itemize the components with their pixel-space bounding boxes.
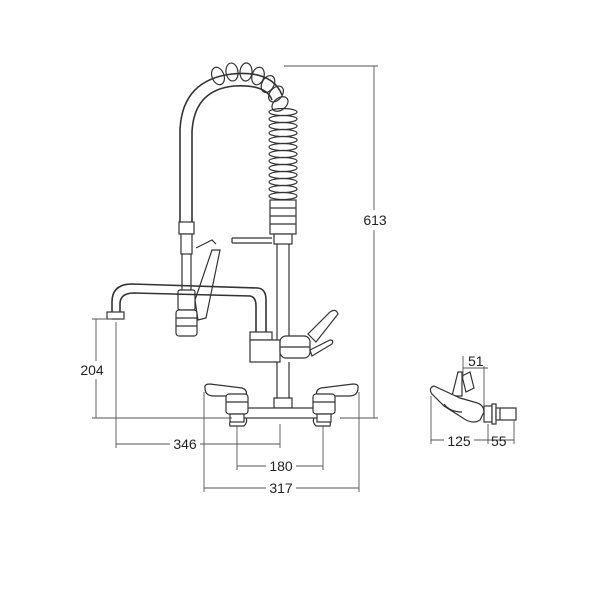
spring-coil <box>268 184 298 194</box>
dim-55-label: 55 <box>491 433 507 449</box>
dim-346-label: 346 <box>173 436 197 452</box>
spring-coil <box>268 135 298 145</box>
coil-spring <box>210 62 298 201</box>
spring-coil <box>268 85 284 103</box>
spout-valve <box>249 309 339 363</box>
left-tap-handle <box>204 383 249 423</box>
spring-coil <box>210 66 226 86</box>
spring-coil <box>268 156 298 166</box>
spring-coil <box>260 74 276 94</box>
dim-51-label: 51 <box>468 353 484 369</box>
spring-coil <box>268 177 298 187</box>
spring-coil <box>268 191 298 201</box>
side-view <box>429 371 517 425</box>
riser-pipe <box>269 199 297 342</box>
spring-coil <box>268 163 298 173</box>
spring-coil <box>268 170 298 180</box>
spring-coil <box>268 128 298 138</box>
spring-coil <box>268 142 298 152</box>
spring-coil <box>271 96 289 112</box>
dim-180-label: 180 <box>269 458 293 474</box>
swing-spout <box>106 283 273 341</box>
lower-riser <box>273 362 293 409</box>
dim-613-label: 613 <box>363 212 387 228</box>
spring-coil <box>268 114 298 124</box>
right-tap-handle <box>312 383 359 423</box>
dim-317-label: 317 <box>269 480 293 496</box>
front-view <box>106 62 359 427</box>
spring-coil <box>251 66 265 86</box>
dimension-labels: 613 204 346 180 317 51 125 55 <box>78 210 507 498</box>
spring-coil <box>239 62 253 82</box>
gun-hook-bracket <box>231 237 272 244</box>
dim-204-label: 204 <box>80 362 104 378</box>
gooseneck-arm <box>179 72 283 222</box>
dim-125-label: 125 <box>447 433 471 449</box>
spring-coil <box>225 62 239 82</box>
dimension-lines <box>92 65 378 492</box>
spring-coil <box>268 149 298 159</box>
spring-coil <box>268 121 298 131</box>
spray-hose <box>178 221 195 290</box>
